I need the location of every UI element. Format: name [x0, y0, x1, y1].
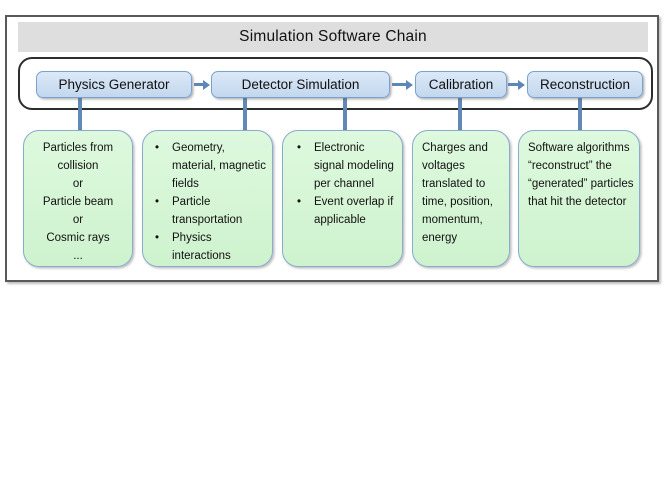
text-block: Software algorithms “reconstruct” the “g… [528, 142, 634, 208]
bullet-item: Electronic signal modeling per channel [293, 139, 396, 193]
arrow-right-icon [508, 79, 525, 90]
green-box-detector-simulation-detail-2: Electronic signal modeling per channel E… [282, 130, 403, 267]
green-box-reconstruction-detail: Software algorithms “reconstruct” the “g… [518, 130, 640, 267]
green-box-detector-simulation-detail-1: Geometry, material, magnetic fields Part… [142, 130, 273, 267]
arrow-shaft [392, 83, 406, 86]
text-line: Particle beam [42, 196, 114, 208]
chain-box-detector-simulation: Detector Simulation [211, 71, 390, 98]
chain-box-label: Physics Generator [58, 77, 170, 92]
arrow-right-icon [392, 79, 413, 90]
arrow-right-icon [194, 79, 210, 90]
connector-line [343, 98, 347, 130]
chain-box-label: Detector Simulation [241, 77, 360, 92]
connector-line [243, 98, 247, 130]
text-line: Particles from [42, 142, 114, 154]
chain-box-physics-generator: Physics Generator [36, 71, 192, 98]
text-line: Cosmic rays [46, 232, 110, 244]
chain-box-label: Calibration [428, 77, 494, 92]
bullet-item: Event overlap if applicable [293, 193, 396, 229]
bullet-item: Physics interactions [151, 229, 266, 265]
connector-line [458, 98, 462, 130]
bullet-item: Particle transportation [151, 193, 266, 229]
bullet-item: Geometry, material, magnetic fields [151, 139, 266, 193]
title-bar: Simulation Software Chain [18, 22, 648, 52]
green-box-calibration-detail: Charges and voltages translated to time,… [412, 130, 510, 267]
text-line: ... [73, 250, 83, 262]
chain-box-label: Reconstruction [539, 77, 631, 92]
connector-line [78, 98, 82, 130]
arrow-head [518, 79, 525, 90]
arrow-head [406, 79, 413, 90]
page-title: Simulation Software Chain [239, 28, 427, 45]
text-line: collision [57, 160, 99, 172]
text-line: or [72, 178, 84, 190]
text-line: or [72, 214, 84, 226]
chain-box-calibration: Calibration [415, 71, 507, 98]
chain-box-reconstruction: Reconstruction [527, 71, 643, 98]
green-box-physics-generator-detail: Particles from collision or Particle bea… [23, 130, 133, 267]
arrow-shaft [508, 83, 518, 86]
text-block: Charges and voltages translated to time,… [422, 142, 493, 244]
connector-line [578, 98, 582, 130]
arrow-shaft [194, 83, 203, 86]
arrow-head [203, 79, 210, 90]
